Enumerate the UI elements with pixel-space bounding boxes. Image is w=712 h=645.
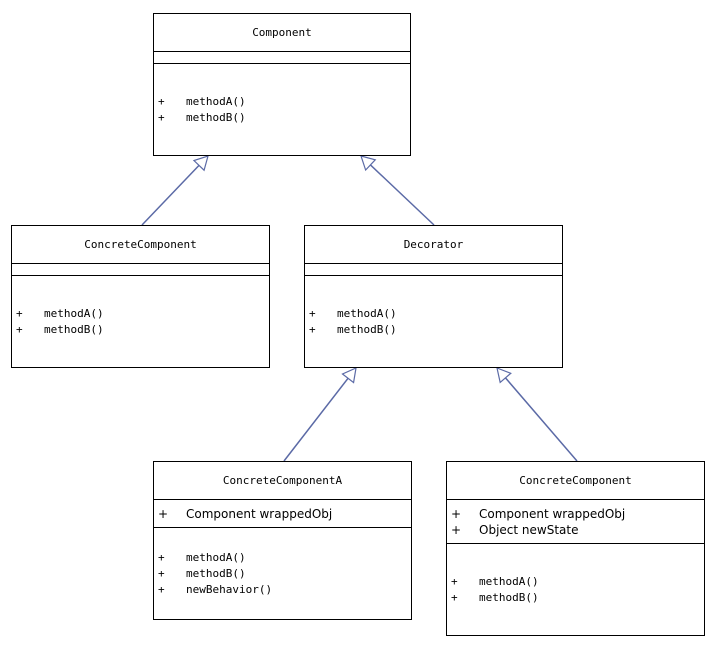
- attributes-compartment: + Component wrappedObj: [154, 500, 411, 528]
- visibility-marker: +: [309, 323, 316, 336]
- method-name: methodA(): [186, 551, 246, 564]
- visibility-marker: +: [309, 307, 316, 320]
- method-row: + methodA(): [451, 574, 539, 590]
- method-row: + methodA(): [158, 550, 246, 566]
- class-concrete-component[interactable]: ConcreteComponent + methodA() + methodB(): [11, 225, 270, 368]
- visibility-marker: +: [158, 95, 165, 108]
- method-name: methodB(): [337, 323, 397, 336]
- attribute-name: Object newState: [479, 523, 579, 537]
- method-name: methodB(): [186, 111, 246, 124]
- attributes-compartment: + Component wrappedObj + Object newState: [447, 500, 704, 544]
- generalization-arrowhead: [341, 366, 357, 384]
- attributes-compartment: [154, 52, 410, 64]
- method-row: + newBehavior(): [158, 582, 272, 598]
- visibility-marker: +: [158, 583, 165, 596]
- class-decorator[interactable]: Decorator + methodA() + methodB(): [304, 225, 563, 368]
- generalization-arrowhead: [360, 155, 377, 172]
- method-row: + methodB(): [158, 110, 246, 126]
- method-row: + methodB(): [158, 566, 246, 582]
- attribute-row: + Object newState: [451, 522, 578, 538]
- class-name: ConcreteComponentA: [154, 462, 411, 500]
- class-concrete-component-a[interactable]: ConcreteComponentA + Component wrappedObj…: [153, 461, 412, 620]
- visibility-marker: +: [158, 551, 165, 564]
- visibility-marker: +: [158, 111, 165, 124]
- generalization-arrowhead: [192, 155, 209, 172]
- method-name: methodB(): [44, 323, 104, 336]
- method-row: + methodB(): [309, 322, 397, 338]
- class-name: Component: [154, 14, 410, 52]
- visibility-marker: +: [16, 323, 23, 336]
- attribute-row: + Component wrappedObj: [158, 506, 332, 522]
- visibility-marker: +: [451, 575, 458, 588]
- attribute-row: + Component wrappedObj: [451, 506, 625, 522]
- method-name: methodA(): [479, 575, 539, 588]
- attributes-compartment: [305, 264, 562, 276]
- attributes-compartment: [12, 264, 269, 276]
- generalization-line: [283, 377, 349, 462]
- visibility-marker: +: [158, 567, 165, 580]
- method-name: methodA(): [337, 307, 397, 320]
- class-name: Decorator: [305, 226, 562, 264]
- attribute-name: Component wrappedObj: [479, 507, 626, 521]
- method-row: + methodB(): [451, 590, 539, 606]
- method-row: + methodA(): [158, 94, 246, 110]
- generalization-arrowhead: [496, 367, 512, 384]
- generalization-line: [504, 377, 578, 462]
- method-row: + methodB(): [16, 322, 104, 338]
- visibility-marker: +: [16, 307, 23, 320]
- method-row: + methodA(): [16, 306, 104, 322]
- class-name: ConcreteComponent: [12, 226, 269, 264]
- generalization-line: [369, 164, 435, 226]
- method-name: methodB(): [186, 567, 246, 580]
- visibility-marker: +: [451, 591, 458, 604]
- method-name: methodB(): [479, 591, 539, 604]
- generalization-line: [141, 164, 200, 226]
- visibility-marker: +: [158, 507, 169, 521]
- method-row: + methodA(): [309, 306, 397, 322]
- attribute-name: Component wrappedObj: [186, 507, 333, 521]
- visibility-marker: +: [451, 523, 462, 537]
- class-name: ConcreteComponent: [447, 462, 704, 500]
- method-name: methodA(): [44, 307, 104, 320]
- class-concrete-component-b[interactable]: ConcreteComponent + Component wrappedObj …: [446, 461, 705, 636]
- method-name: methodA(): [186, 95, 246, 108]
- class-component[interactable]: Component + methodA() + methodB(): [153, 13, 411, 156]
- visibility-marker: +: [451, 507, 462, 521]
- method-name: newBehavior(): [186, 583, 273, 596]
